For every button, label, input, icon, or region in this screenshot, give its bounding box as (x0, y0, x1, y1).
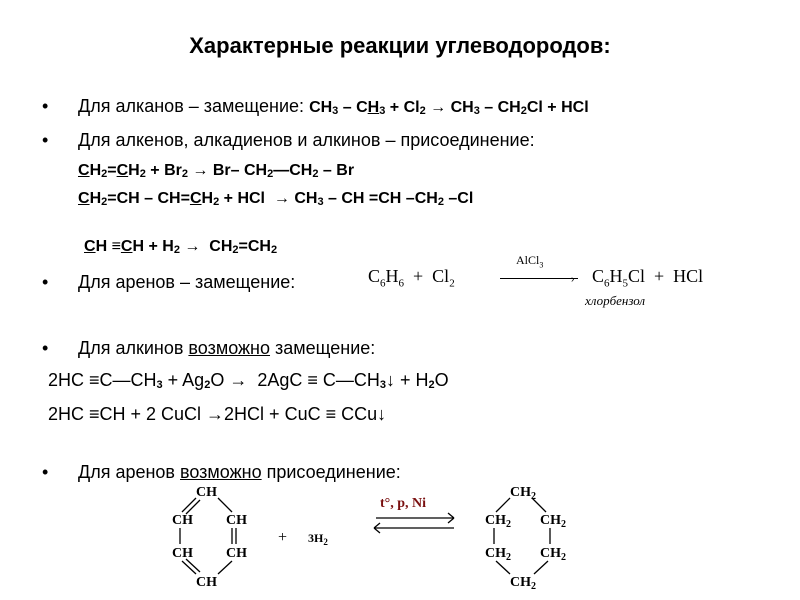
svg-text:CH: CH (226, 546, 247, 561)
reaction-arrow (500, 278, 578, 279)
copper-equation: 2HC ≡CH + 2 CuCl →2HCl + CuC ≡ CCu↓ (48, 404, 387, 424)
product-name: хлорбензол (585, 293, 646, 308)
svg-text:CH2: CH2 (540, 546, 566, 563)
svg-text:CH2: CH2 (485, 513, 511, 530)
bullet: • (42, 130, 49, 150)
arenes-label: Для аренов – замещение: (78, 272, 296, 292)
svg-text:CH2: CH2 (510, 485, 536, 502)
svg-text:CH: CH (226, 513, 247, 528)
svg-text:CH: CH (196, 575, 217, 590)
arenes-addition-label: Для аренов возможно присоединение: (78, 462, 401, 482)
alkanes-line: Для алканов – замещение: CH3 – CH3 + Cl2… (78, 96, 589, 117)
alkanes-equation: CH3 – CH3 + Cl2 → CH3 – CH2Cl + HCl (309, 99, 589, 117)
svg-text:CH: CH (196, 485, 217, 500)
svg-text:CH2: CH2 (510, 575, 536, 592)
bullet: • (42, 96, 49, 116)
bullet: • (42, 338, 49, 358)
bromine-equation: CH2=CH2 + Br2 → Br– CH2—CH2 – Br (78, 162, 355, 180)
hydrogen-equation: CH ≡CH + H2 → CH2=CH2 (84, 238, 278, 256)
slide-title: Характерные реакции углеводородов: (189, 33, 611, 58)
svg-text:CH: CH (172, 546, 193, 561)
hcl-equation: CH2=CH – CH=CH2 + HCl → CH3 – CH =CH –CH… (78, 190, 474, 208)
addition-label: Для алкенов, алкадиенов и алкинов – прис… (78, 130, 535, 150)
svg-text:CH: CH (172, 513, 193, 528)
svg-text:t°, p, Ni: t°, p, Ni (380, 496, 426, 511)
svg-text:+: + (278, 529, 287, 546)
svg-text:CH2: CH2 (485, 546, 511, 563)
arenes-equation: C6H6 + Cl2 (368, 266, 455, 290)
bullet: • (42, 272, 49, 292)
silver-equation: 2HC ≡C—CH3 + Ag2O → 2AgC ≡ C—CH3↓ + H2O (48, 370, 449, 391)
arrow-head-icon: › (571, 274, 575, 285)
arenes-products: C6H5Cl + HCl (592, 266, 704, 290)
bullet: • (42, 462, 49, 482)
alkynes-label: Для алкинов возможно замещение: (78, 338, 376, 358)
svg-text:CH2: CH2 (540, 513, 566, 530)
svg-text:3H2: 3H2 (308, 531, 328, 547)
catalyst-label: AlCl3 (516, 253, 544, 270)
alkanes-label: Для алканов – замещение: (78, 96, 305, 116)
